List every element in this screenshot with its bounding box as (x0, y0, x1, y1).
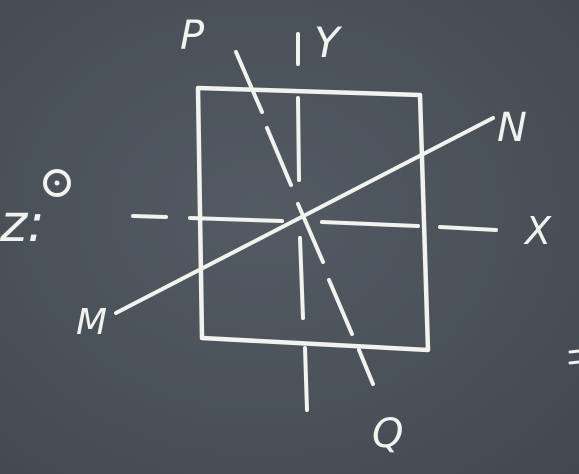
y-axis-segment (296, 96, 301, 182)
x-axis-segment (131, 214, 168, 219)
label-m: M (76, 302, 108, 343)
y-axis-segment (298, 236, 305, 320)
x-axis-segment (438, 225, 498, 232)
edge-mark (568, 360, 579, 365)
circle-dot-icon (43, 169, 71, 197)
edge-mark (568, 349, 579, 354)
pq-axis-segment (357, 348, 375, 386)
pq-axis-segment (265, 126, 293, 187)
x-axis-segment (320, 220, 420, 228)
pq-axis-segment (234, 50, 264, 114)
y-axis-segment (303, 346, 309, 412)
label-y: Y (314, 18, 340, 67)
x-axis-segment (188, 216, 284, 223)
label-p: P (180, 13, 205, 59)
pq-axis-segment (296, 202, 325, 264)
circle-dot-center (54, 180, 60, 186)
label-z: z: (0, 194, 45, 254)
pq-axis-segment (327, 278, 354, 336)
label-q: Q (372, 411, 404, 457)
rectangle-section (195, 85, 431, 353)
label-n: N (497, 105, 527, 151)
label-x: X (525, 209, 552, 253)
